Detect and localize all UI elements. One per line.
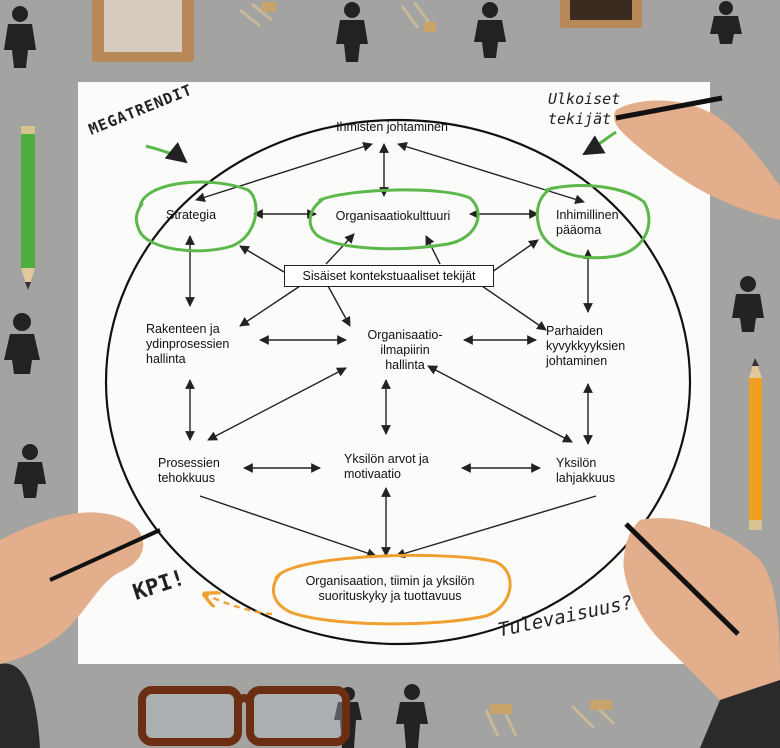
kpi-arrow [204, 594, 273, 616]
node-organisaatiokulttuuri: Organisaatiokulttuuri [335, 209, 451, 223]
person-figure-icon [396, 684, 428, 748]
node-rakenteen-line3: hallinta [146, 352, 186, 366]
green-pencil-icon [21, 126, 35, 290]
node-inhimillinen-paaoma: Inhimillinen pääoma [556, 208, 619, 238]
person-figure-icon [4, 6, 36, 68]
orange-pencil-icon [749, 358, 762, 530]
tekijat-label: tekijät [548, 110, 612, 128]
person-figure-icon [710, 1, 742, 44]
node-strategia: Strategia [166, 208, 217, 222]
right-hand-icon [623, 518, 780, 748]
node-inhimillinen-line2: pääoma [556, 223, 602, 237]
paper-clip-icon [239, 2, 276, 28]
node-rakenteen-line2: ydinprosessien [146, 337, 230, 351]
ulkoiset-label: Ulkoiset [548, 90, 621, 108]
node-ilmapiiri-hallinta: Organisaatio- ilmapiirin hallinta [346, 328, 464, 373]
paper-clip-icon [484, 704, 518, 737]
glasses-icon [138, 686, 350, 746]
node-rakenteen-line1: Rakenteen ja [146, 322, 220, 336]
node-suorituskyky-line2: suorituskyky ja tuottavuus [318, 589, 462, 603]
node-yksilon-lahjakkuus: Yksilön lahjakkuus [556, 456, 615, 486]
wooden-frame-icon [92, 0, 194, 62]
node-parhaiden-johtaminen: Parhaiden kyvykkyyksien johtaminen [546, 324, 625, 369]
node-prosessien-tehokkuus: Prosessien tehokkuus [158, 456, 220, 486]
node-ilmapiiri-line1: Organisaatio- [367, 328, 443, 342]
node-yksilon-arvot: Yksilön arvot ja motivaatio [344, 452, 429, 482]
node-prosessien-line1: Prosessien [158, 456, 220, 470]
upper-right-hand-icon [614, 95, 780, 220]
node-sisaiset-tekijat: Sisäiset kontekstuaaliset tekijät [284, 265, 494, 287]
node-prosessien-line2: tehokkuus [158, 471, 215, 485]
person-figure-icon [336, 2, 368, 62]
node-lahjakkuus-line1: Yksilön [556, 456, 597, 470]
node-ihmisten-johtaminen: Ihmisten johtaminen [336, 120, 448, 134]
left-hand-icon [0, 512, 161, 748]
paper-clip-icon [400, 1, 436, 32]
node-ilmapiiri-line2: ilmapiirin [380, 343, 430, 357]
external-factors-arrow [582, 130, 617, 156]
node-parhaiden-line3: johtaminen [546, 354, 608, 368]
orange-highlight-circle [271, 553, 512, 626]
person-figure-icon [14, 444, 46, 498]
node-suorituskyky-line1: Organisaation, tiimin ja yksilön [305, 574, 475, 588]
person-figure-icon [474, 2, 506, 58]
megatrend-arrow [145, 141, 188, 164]
node-arvot-line2: motivaatio [344, 467, 401, 481]
green-highlight-circles [134, 180, 651, 260]
node-parhaiden-line1: Parhaiden [546, 324, 603, 338]
node-inhimillinen-line1: Inhimillinen [556, 208, 619, 222]
node-lahjakkuus-line2: lahjakkuus [556, 471, 616, 485]
node-rakenteen-hallinta: Rakenteen ja ydinprosessien hallinta [146, 322, 229, 367]
paper-clip-icon [570, 700, 616, 730]
node-parhaiden-line2: kyvykkyyksien [546, 339, 626, 353]
node-ilmapiiri-line3: hallinta [385, 358, 425, 372]
node-arvot-line1: Yksilön arvot ja [344, 452, 429, 466]
person-figure-icon [732, 276, 764, 332]
megatrend-circle [104, 118, 692, 646]
wooden-frame-icon [560, 0, 642, 28]
node-suorituskyky-tuottavuus: Organisaation, tiimin ja yksilön suoritu… [286, 574, 494, 604]
diagram-arrows [185, 141, 597, 559]
person-figure-icon [4, 313, 40, 374]
